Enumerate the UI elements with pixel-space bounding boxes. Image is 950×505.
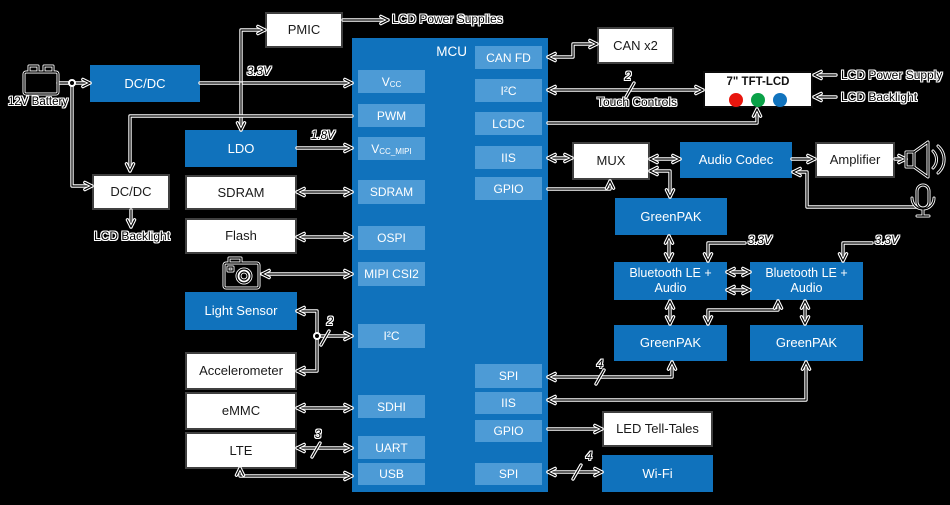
v33-top-label: 3.3V [247,66,271,78]
lcd-backlight-left-label: LCD Backlight [94,229,171,243]
block-accelerometer: Accelerometer [185,352,297,390]
block-pmic: PMIC [265,12,343,48]
mcu-port-lcdc: LCDC [475,112,542,135]
block-flash: Flash [185,218,297,254]
block-mux: MUX [572,142,650,180]
block-wifi: Wi-Fi [602,455,713,492]
block-bluetooth-left: Bluetooth LE + Audio [614,262,727,300]
block-dcdc-main: DC/DC [90,65,200,102]
mcu-port-spi-bottom: SPI [475,463,542,485]
mcu-port-i2c-left: I²C [358,324,425,348]
mcu-port-sdram: SDRAM [358,180,425,204]
block-sdram: SDRAM [185,175,297,210]
mcu-port-ospi: OSPI [358,226,425,250]
block-amplifier: Amplifier [815,142,895,178]
block-lte: LTE [185,432,297,469]
mcu-port-usb: USB [358,463,425,485]
lcd-green-dot-icon [751,93,765,108]
mcu-port-sdhi: SDHI [358,395,425,418]
block-dcdc-backlight: DC/DC [92,174,170,210]
block-greenpak-audio: GreenPAK [615,198,727,235]
block-audio-codec: Audio Codec [680,142,792,178]
mcu-port-gpio-bottom: GPIO [475,420,542,442]
v33-bt-left-label: 3.3V [748,235,772,247]
block-led-telltales: LED Tell-Tales [602,411,713,447]
mcu-port-i2c-right: I²C [475,79,542,102]
block-greenpak-left: GreenPAK [614,325,727,361]
block-emmc: eMMC [185,392,297,430]
block-light-sensor: Light Sensor [185,292,297,330]
block-tft-lcd: 7" TFT-LCD [703,71,813,108]
block-can-x2: CAN x2 [597,27,674,64]
block-bluetooth-right: Bluetooth LE + Audio [750,262,863,300]
mcu-port-mipi-csi2: MIPI CSI2 [358,262,425,286]
mcu-port-canfd: CAN FD [475,46,542,69]
bus-width-uart: 3 [314,429,322,441]
block-greenpak-right: GreenPAK [750,325,863,361]
lcd-power-supplies-label: LCD Power Supplies [392,12,503,26]
mcu-port-spi-top: SPI [475,364,542,388]
bus-width-spi-greenpak: 4 [596,359,604,371]
lcd-red-dot-icon [729,93,743,108]
touch-controls-label: Touch Controls [596,95,678,109]
bus-width-i2c: 2 [326,316,334,328]
bus-width-spi-wifi: 4 [585,451,593,463]
mcu-port-iis-bottom: IIS [475,392,542,414]
tft-lcd-title: 7" TFT-LCD [726,76,790,88]
lcd-power-supply-label: LCD Power Supply [841,68,943,82]
v33-bt-right-label: 3.3V [875,235,899,247]
mcu-port-uart: UART [358,436,425,459]
lcd-backlight-right-label: LCD Backlight [841,90,918,104]
v18-label: 1.8V [311,130,335,142]
mcu-title: MCU [436,44,467,59]
mcu-port-iis-top: IIS [475,146,542,169]
lcd-blue-dot-icon [773,93,787,108]
bus-width-touch: 2 [624,71,632,83]
block-ldo: LDO [185,130,297,167]
battery-label: 12V Battery [8,96,69,108]
mcu-port-gpio-top: GPIO [475,177,542,200]
tft-lcd-rgb-dots [725,92,791,108]
mcu-port-pwm: PWM [358,104,425,127]
